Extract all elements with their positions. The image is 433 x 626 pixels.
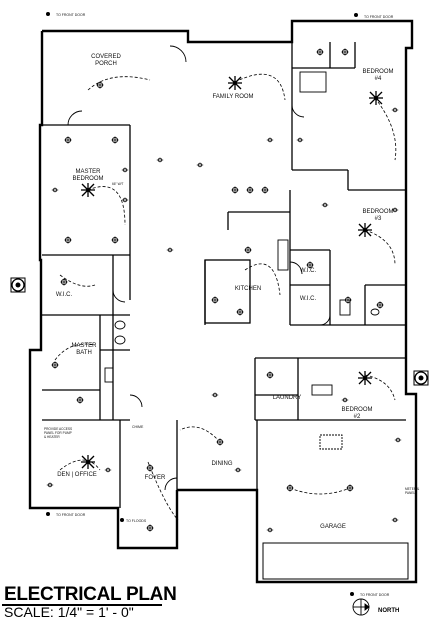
north-label: NORTH xyxy=(378,608,400,614)
room-bedroom-4-line1: BEDROOM xyxy=(362,69,393,75)
room-wic-bedroom-3: W.I.C. xyxy=(300,268,317,274)
room-dining: DINING xyxy=(212,461,233,467)
room-covered-porch-line2: PORCH xyxy=(95,61,117,67)
exterior-walls xyxy=(28,19,418,584)
exterior-lights xyxy=(10,12,429,596)
note-pool-panel-line3: & HEATER xyxy=(44,435,60,439)
light-fixtures xyxy=(51,48,384,532)
room-master-bath-line1: MASTER xyxy=(71,343,97,349)
room-labels: COVERED PORCH FAMILY ROOM BEDROOM #4 MAS… xyxy=(56,54,394,530)
room-master-bedroom-line2: BEDROOM xyxy=(72,176,103,182)
room-wic-master: W.I.C. xyxy=(56,292,73,298)
wiring-runs xyxy=(54,73,397,521)
north-arrow-icon xyxy=(352,598,370,616)
ceiling-fans xyxy=(80,75,384,470)
plan-scale: SCALE: 1/4" = 1' - 0" xyxy=(4,604,134,620)
note-pool-panel-line1: PROVIDE ACCESS xyxy=(44,427,72,431)
note-to-front-door-bottom-right: TO FRONT DOOR xyxy=(360,593,390,597)
room-bedroom-4-line2: #4 xyxy=(375,76,382,82)
note-meter-line1: METER & xyxy=(405,487,420,491)
note-to-floods: TO FLOODS xyxy=(126,519,147,523)
room-den-office: DEN | OFFICE xyxy=(57,472,97,478)
room-bedroom-2-line1: BEDROOM xyxy=(341,407,372,413)
title-block: ELECTRICAL PLAN SCALE: 1/4" = 1' - 0" NO… xyxy=(2,584,431,624)
room-wic-bedroom-2: W.I.C. xyxy=(300,296,317,302)
note-to-front-door-top-left: TO FRONT DOOR xyxy=(56,13,86,17)
note-chime: CHIME xyxy=(132,425,144,429)
plan-notes: TO FRONT DOOR TO FRONT DOOR TO FRONT DOO… xyxy=(44,13,420,597)
room-master-bath-line2: BATH xyxy=(76,350,92,356)
title-underline xyxy=(2,604,162,606)
note-fan-wt: 66" W/T xyxy=(112,182,123,186)
interior-walls xyxy=(42,42,409,580)
note-meter-line2: PANEL xyxy=(405,491,415,495)
room-laundry: LAUNDRY xyxy=(273,395,302,401)
note-pool-panel-line2: PANEL FOR PUMP xyxy=(44,431,72,435)
plan-title: ELECTRICAL PLAN xyxy=(4,584,177,605)
room-garage: GARAGE xyxy=(320,524,346,530)
plumbing-fixtures xyxy=(104,71,380,450)
room-covered-porch-line1: COVERED xyxy=(91,54,121,60)
room-kitchen: KITCHEN xyxy=(235,286,261,292)
room-family-room: FAMILY ROOM xyxy=(212,94,253,100)
room-bedroom-3-line2: #3 xyxy=(375,216,382,222)
room-bedroom-2-line2: #2 xyxy=(354,414,361,420)
room-foyer: FOYER xyxy=(145,475,166,481)
door-swings xyxy=(67,45,331,491)
room-master-bedroom-line1: MASTER xyxy=(75,169,101,175)
note-to-front-door-bottom-left: TO FRONT DOOR xyxy=(56,513,86,517)
note-to-front-door-top-right: TO FRONT DOOR xyxy=(364,15,394,19)
room-bedroom-3-line1: BEDROOM xyxy=(362,209,393,215)
